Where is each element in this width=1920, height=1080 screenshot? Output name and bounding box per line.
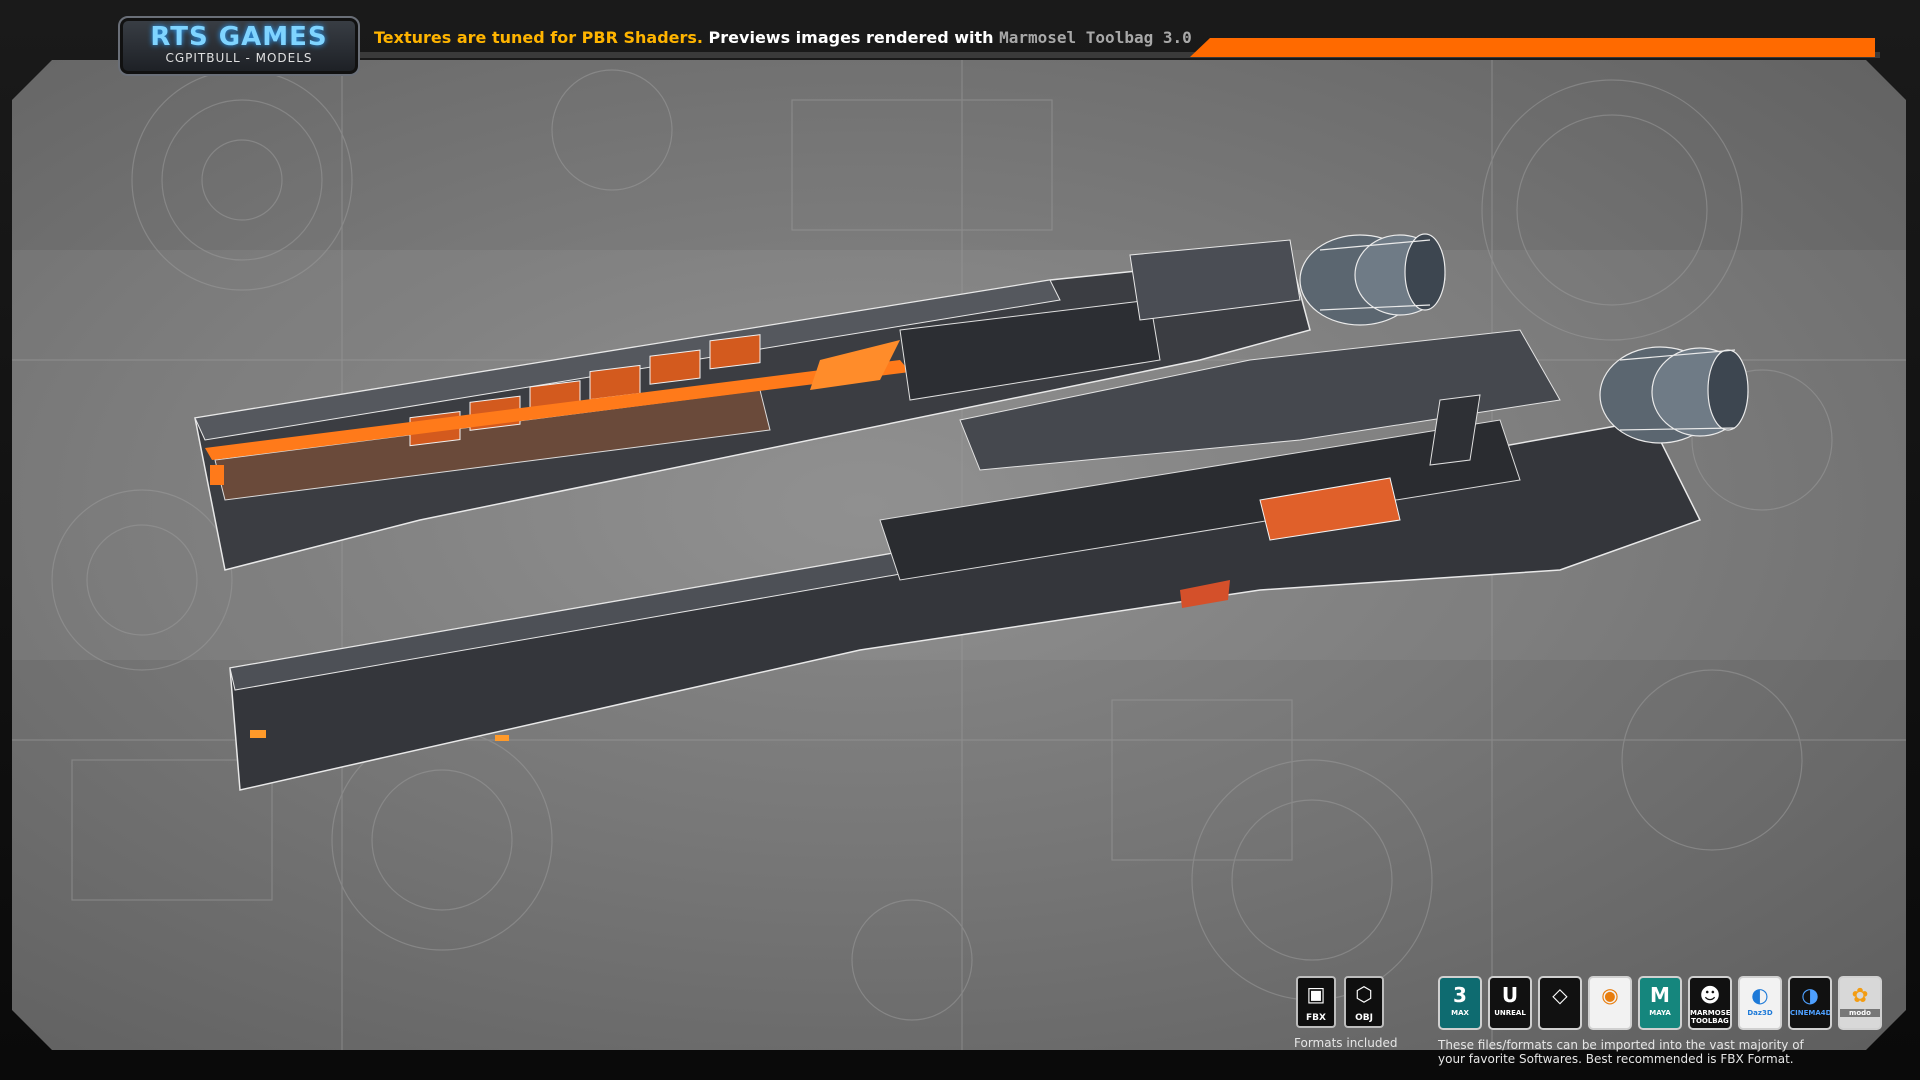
header-rule <box>360 52 1880 58</box>
unity-icon: ◇ <box>1538 976 1582 1030</box>
marmoset-toolbag-icon: ☻MARMOSET TOOLBAG <box>1688 976 1732 1030</box>
header-caption: Textures are tuned for PBR Shaders. Prev… <box>374 28 1192 47</box>
lower-hull <box>229 329 1702 791</box>
blender-icon: ◉ <box>1588 976 1632 1030</box>
formats-caption: Formats included <box>1294 1036 1398 1050</box>
software-caption: These files/formats can be imported into… <box>1438 1038 1804 1066</box>
lower-engine <box>1599 346 1749 444</box>
header-caption-render: Previews images rendered with <box>702 28 1000 47</box>
brand-logo: RTS GAMES CGPITBULL - MODELS <box>118 16 360 76</box>
header-caption-pbr: Textures are tuned for PBR Shaders. <box>374 28 703 47</box>
upper-barrel <box>194 239 1311 571</box>
software-caption-line1: These files/formats can be imported into… <box>1438 1038 1804 1052</box>
modo-icon: ✿modo <box>1838 976 1882 1030</box>
brand-title: RTS GAMES <box>150 22 328 52</box>
header-caption-software: Marmosel Toolbag 3.0 <box>999 28 1192 47</box>
upper-engine <box>1299 233 1446 326</box>
software-caption-line2: your favorite Softwares. Best recommende… <box>1438 1052 1794 1066</box>
daz3d-icon: ◐Daz3D <box>1738 976 1782 1030</box>
obj-file-icon: ⬡OBJ <box>1344 976 1384 1028</box>
fbx-file-icon: ▣FBX <box>1296 976 1336 1028</box>
header-accent-bar <box>1190 38 1875 57</box>
cinema4d-icon: ◑CINEMA4D <box>1788 976 1832 1030</box>
brand-subtitle: CGPITBULL - MODELS <box>165 51 313 65</box>
